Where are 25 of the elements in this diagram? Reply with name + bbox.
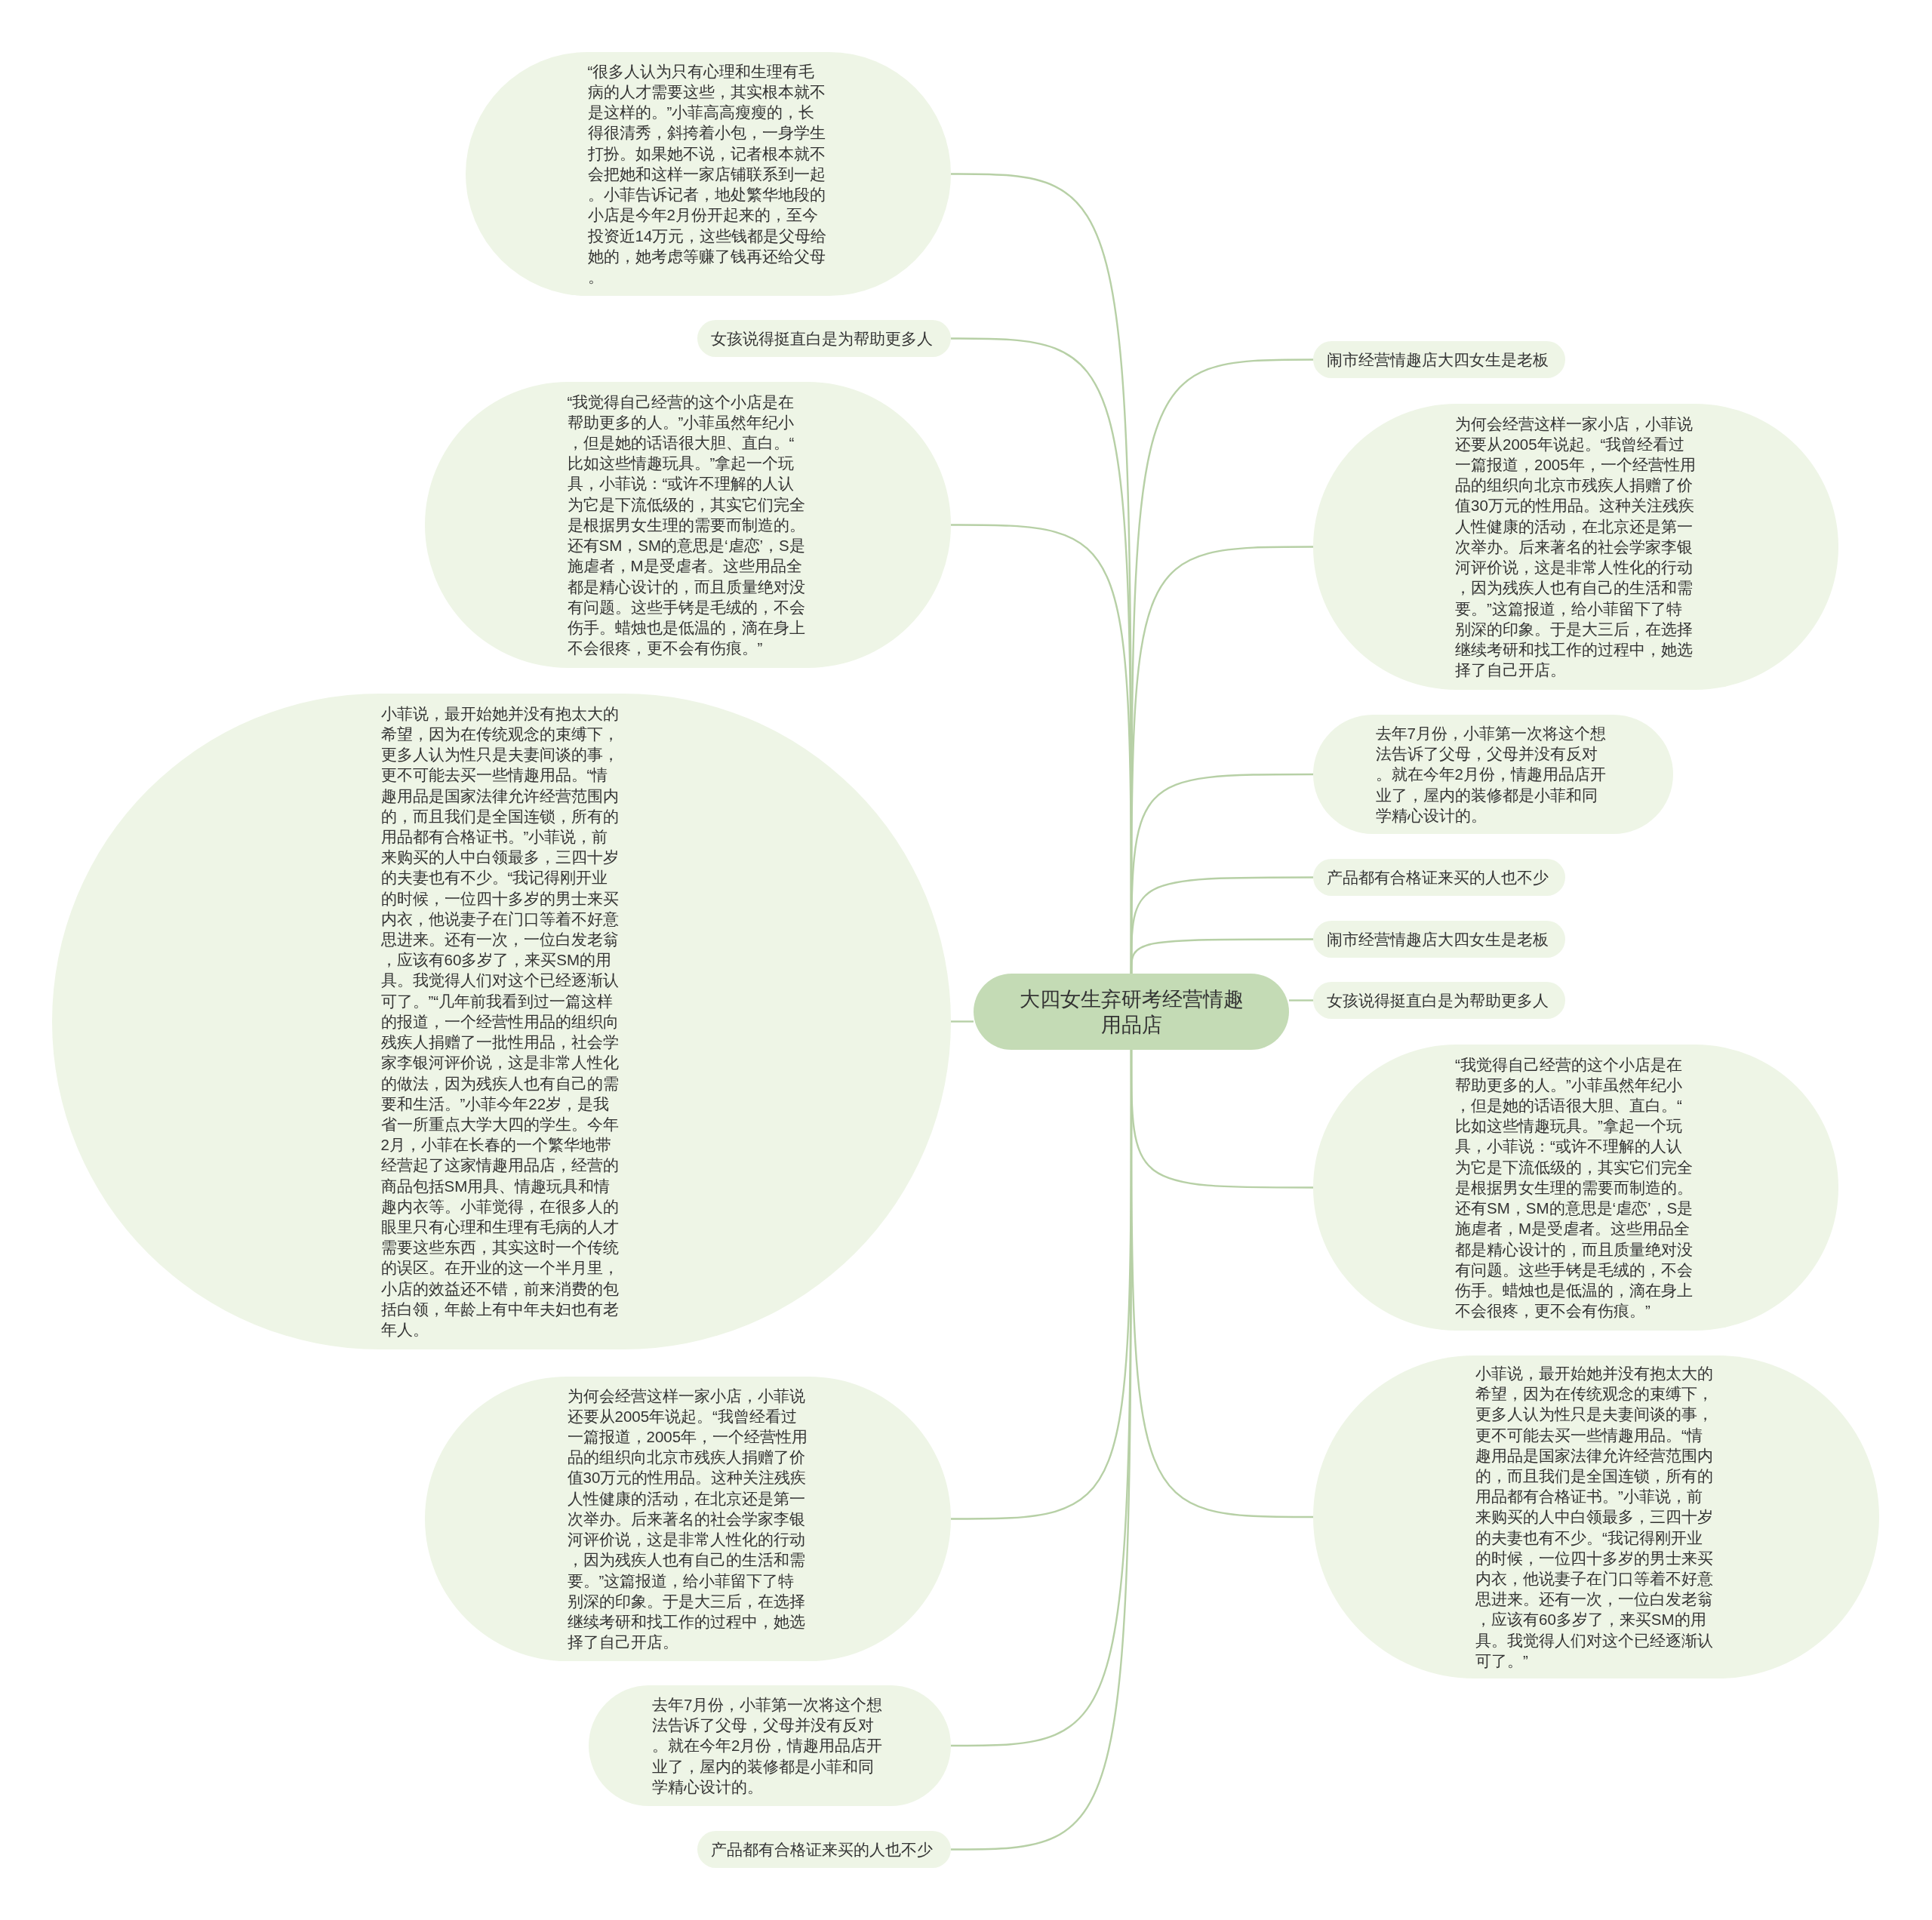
topic-pill bbox=[697, 1831, 951, 1868]
topic-text: 女孩说得挺直白是为帮助更多人 bbox=[711, 328, 933, 349]
topic-text: 为何会经营这样一家小店，小菲说还要从2005年说起。“我曾经看过一篇报道，2005年，一个经营性用品的组织向北京市残疾人捐赠了价值30万元的性用品。这种关注残疾人性健康的活动，在北京还是第一次举办。后来著名的社会学家李银河评价说，这是非常人性化的行动，因为残疾人也有自己的生活和需要。”这篇报道，给小菲留下了特别深的印象。于是大三后，在选择继续考研和找工作的过程中，她选择了自己开店。 bbox=[1455, 414, 1697, 681]
topic-text: 产品都有合格证来买的人也不少 bbox=[711, 1839, 933, 1860]
topic-pill bbox=[697, 320, 951, 357]
topic-pill bbox=[1313, 859, 1565, 896]
topic-text: 去年7月份，小菲第一次将这个想法告诉了父母，父母并没有反对。就在今年2月份，情趣用品店开业了，屋内的装修都是小菲和同学精心设计的。 bbox=[652, 1695, 884, 1797]
topic-text: 产品都有合格证来买的人也不少 bbox=[1327, 867, 1549, 888]
topic-pill bbox=[1313, 341, 1565, 378]
topic-text: 小菲说，最开始她并没有抱太大的希望，因为在传统观念的束缚下，更多人认为性只是夫妻间谈的事，更不可能去买一些情趣用品。“情趣用品是国家法律允许经营范围内的，而且我们是全国连锁，所有的用品都有合格证书。”小菲说，前来购买的人中白领最多，三四十岁的夫妻也有不少。“我记得刚开业的时候，一位四十多岁的男士来买内衣，他说妻子在门口等着不好意思进来。还有一次，一位白发老翁，应该有60多岁了，来买SM的用具。我觉得人们对这个已经逐渐认可了。” bbox=[1475, 1363, 1714, 1671]
topic-pill bbox=[1313, 921, 1565, 958]
topic-text: “我觉得自己经营的这个小店是在帮助更多的人。”小菲虽然年纪小，但是她的话语很大胆、直白。“比如这些情趣玩具。”拿起一个玩具，小菲说：“或许不理解的人认为它是下流低级的，其实它们完全是根据男女生理的需要而制造的。还有SM，SM的意思是‘虐恋’，S是施虐者，M是受虐者。这些用品全都是精心设计的，而且质量绝对没有问题。这些手铐是毛绒的，不会伤手。蜡烛也是低温的，滴在身上不会很疼，更不会有伤痕。” bbox=[1455, 1054, 1694, 1322]
topic-text: 小菲说，最开始她并没有抱太大的希望，因为在传统观念的束缚下，更多人认为性只是夫妻间谈的事，更不可能去买一些情趣用品。“情趣用品是国家法律允许经营范围内的，而且我们是全国连锁，所有的用品都有合格证书。”小菲说，前来购买的人中白领最多，三四十岁的夫妻也有不少。“我记得刚开业的时候，一位四十多岁的男士来买内衣，他说妻子在门口等着不好意思进来。还有一次，一位白发老翁，应该有60多岁了，来买SM的用具。我觉得人们对这个已经逐渐认可了。”“几年前我看到过一篇这样的报道，一个经营性用品的组织向残疾人捐赠了一批性用品，社会学家李银河评价说，这是非常人性化的做法，因为残疾人也有自己的需要和生活。”小菲今年22岁，是我省一所重点大学大四的学生。今年2月，小菲在长春的一个繁华地带经营起了这家情趣用品店，经营的商品包括SM用具、情趣玩具和情趣内衣等。小菲觉得，在很多人的眼里只有心理和生理有毛病的人才需要这些东西，其实这时一个传统的误区。在开业的这一个半月里，小店的效益还不错，前来消费的包括白领，年龄上有中年夫妇也有老年人。 bbox=[380, 703, 620, 1340]
connector-line bbox=[951, 1020, 974, 1023]
central-topic-text: 大四女生弃研考经营情趣用品店 bbox=[1018, 986, 1244, 1038]
topic-text: 女孩说得挺直白是为帮助更多人 bbox=[1327, 990, 1549, 1011]
topic-text: “很多人认为只有心理和生理有毛病的人才需要这些，其实根本就不是这样的。”小菲高高瘦瘦的，长得很清秀，斜挎着小包，一身学生打扮。如果她不说，记者根本就不会把她和这样一家店铺联系到一起。小菲告诉记者，地处繁华地段的小店是今年2月份开起来的，至今投资近14万元，这些钱都是父母给她的，她考虑等赚了钱再还给父母。 bbox=[587, 61, 828, 287]
topic-text: “我觉得自己经营的这个小店是在帮助更多的人。”小菲虽然年纪小，但是她的话语很大胆、直白。“比如这些情趣玩具。”拿起一个玩具，小菲说：“或许不理解的人认为它是下流低级的，其实它们完全是根据男女生理的需要而制造的。还有SM，SM的意思是‘虐恋’，S是施虐者，M是受虐者。这些用品全都是精心设计的，而且质量绝对没有问题。这些手铐是毛绒的，不会伤手。蜡烛也是低温的，滴在身上不会很疼，更不会有伤痕。” bbox=[567, 392, 806, 659]
topic-text: 闹市经营情趣店大四女生是老板 bbox=[1327, 349, 1549, 370]
connector-line bbox=[1289, 999, 1313, 1002]
topic-text: 为何会经营这样一家小店，小菲说还要从2005年说起。“我曾经看过一篇报道，2005年，一个经营性用品的组织向北京市残疾人捐赠了价值30万元的性用品。这种关注残疾人性健康的活动，在北京还是第一次举办。后来著名的社会学家李银河评价说，这是非常人性化的行动，因为残疾人也有自己的生活和需要。”这篇报道，给小菲留下了特别深的印象。于是大三后，在选择继续考研和找工作的过程中，她选择了自己开店。 bbox=[567, 1386, 809, 1653]
topic-text: 去年7月份，小菲第一次将这个想法告诉了父母，父母并没有反对。就在今年2月份，情趣用品店开业了，屋内的装修都是小菲和同学精心设计的。 bbox=[1375, 724, 1607, 826]
connector-line bbox=[1130, 938, 1313, 974]
topic-pill bbox=[1313, 982, 1565, 1019]
topic-text: 闹市经营情趣店大四女生是老板 bbox=[1327, 929, 1549, 949]
